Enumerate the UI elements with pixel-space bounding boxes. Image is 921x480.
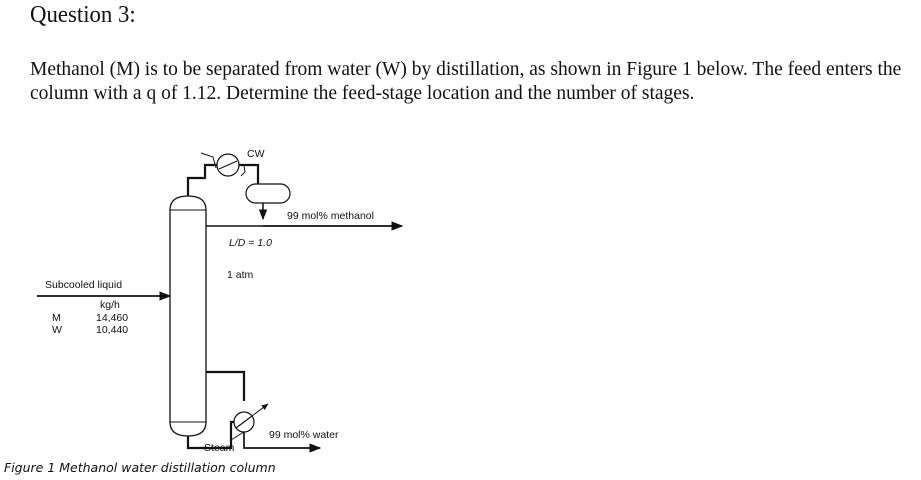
question-heading: Question 3: (30, 2, 136, 28)
condenser-icon (200, 152, 246, 177)
distillate-label: 99 mol% methanol (287, 210, 374, 222)
feed-component-w: W (52, 324, 62, 336)
steam-line (230, 431, 245, 441)
cw-label: CW (247, 148, 265, 160)
reboiler-icon (233, 403, 269, 433)
boilup-line (206, 370, 246, 401)
question-text: Methanol (M) is to be separated from wat… (30, 59, 902, 104)
reboiler-feed-line (186, 420, 236, 450)
column-vessel (169, 195, 207, 437)
feed-unit: kg/h (100, 299, 120, 311)
condensate-line (239, 163, 260, 184)
overhead-vapor-line (186, 163, 217, 196)
reflux-ratio-label: L/D = 1.0 (229, 237, 272, 249)
steam-label: Steam (204, 442, 235, 454)
feed-value-m: 14,460 (96, 312, 128, 324)
feed-component-m: M (52, 312, 61, 324)
bottoms-line (243, 432, 322, 453)
pressure-label: 1 atm (227, 269, 254, 281)
figure-caption: Figure 1 Methanol water distillation col… (4, 460, 276, 475)
feed-label: Subcooled liquid (45, 279, 122, 291)
bottoms-label: 99 mol% water (269, 429, 339, 441)
reflux-drum-icon (245, 183, 291, 204)
feed-value-w: 10,440 (96, 324, 128, 336)
